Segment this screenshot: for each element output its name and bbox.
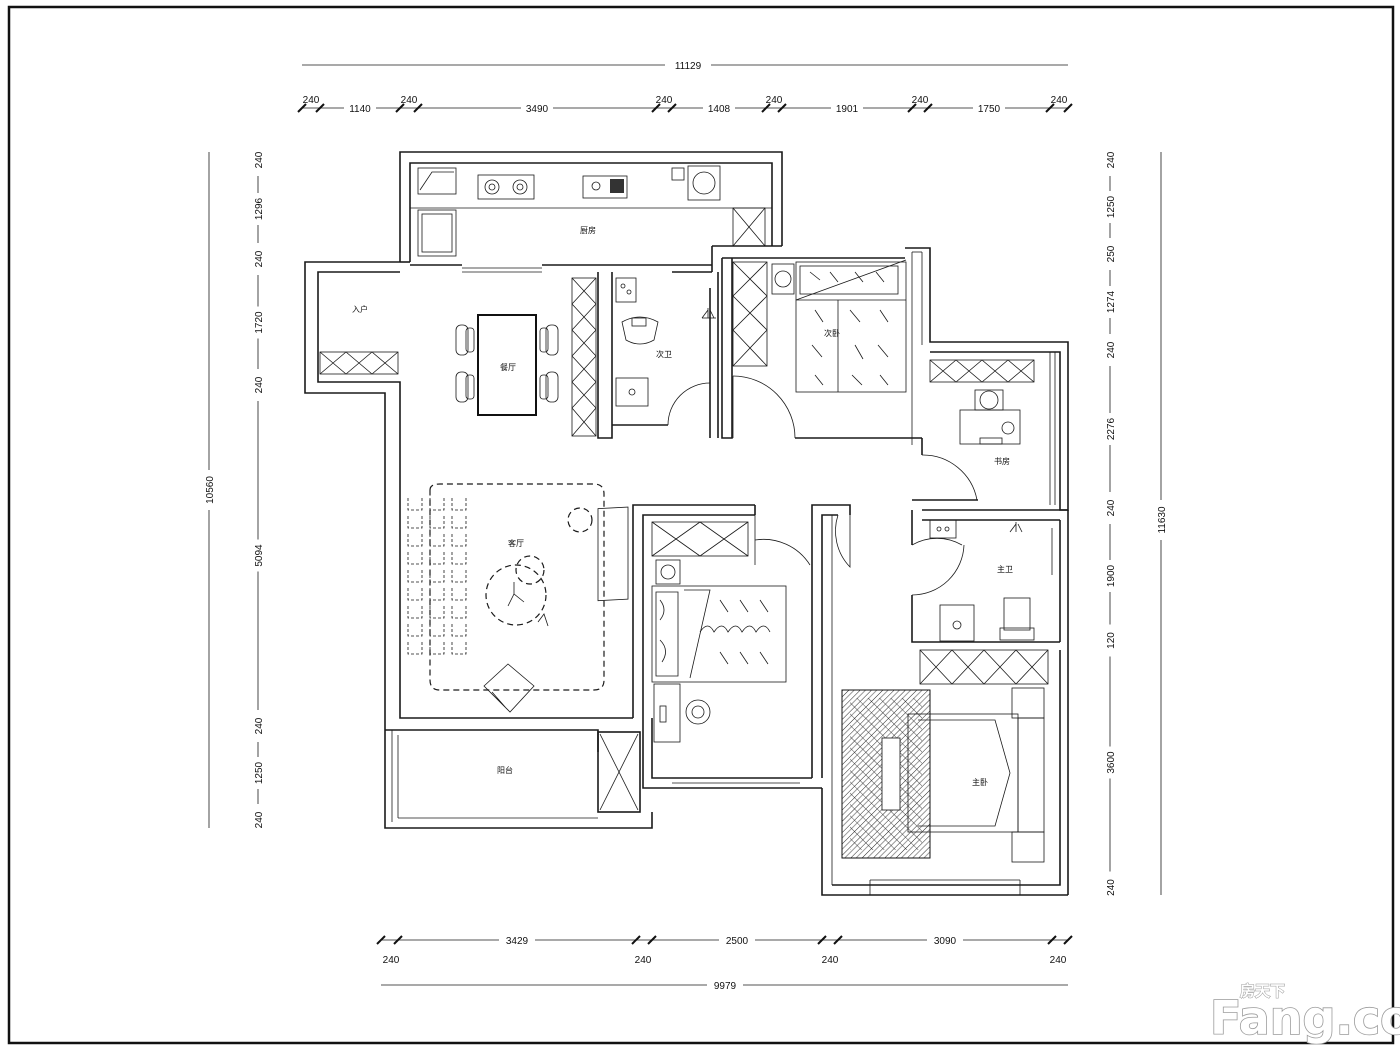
dimension-label: 240	[766, 95, 783, 106]
label-master-bath: 主卫	[997, 564, 1013, 574]
dimension-label: 240	[254, 151, 265, 168]
dimension-label: 1250	[254, 761, 265, 784]
master-wardrobe	[919, 649, 1049, 685]
dimension-label: 240	[1106, 879, 1117, 896]
dimension-label: 3090	[934, 936, 957, 947]
walls	[304, 151, 1069, 896]
right-overall-dimension: 11630	[1154, 152, 1168, 895]
dimension-label: 3429	[506, 936, 529, 947]
guest-bath-fixtures	[615, 277, 716, 407]
dimension-label: 120	[1106, 632, 1117, 649]
dimension-label: 2276	[1106, 417, 1117, 440]
dimension-label: 1408	[708, 104, 731, 115]
top-overall-label: 11129	[675, 61, 702, 72]
dimension-label: 3600	[1106, 751, 1117, 774]
label-balcony: 阳台	[497, 765, 513, 775]
right-overall-label: 11630	[1157, 506, 1168, 534]
living-room-furniture	[407, 483, 629, 713]
study-fixtures	[929, 359, 1035, 445]
bedroom2-bunk	[771, 259, 907, 393]
dimension-label: 1900	[1106, 564, 1117, 587]
dimension-label: 1140	[349, 104, 371, 115]
label-living: 客厅	[508, 538, 524, 548]
bedroom2-cabinet	[732, 261, 768, 367]
label-guest-bath: 次卫	[656, 349, 672, 359]
dimension-label: 240	[912, 95, 929, 106]
label-study: 书房	[994, 456, 1010, 466]
dimension-label: 240	[254, 250, 265, 267]
label-dining: 餐厅	[500, 363, 516, 372]
entry-cabinet	[319, 351, 399, 375]
dimension-label: 1901	[836, 104, 859, 115]
dimension-label: 3490	[526, 104, 549, 115]
dining-storage-cabinet	[571, 277, 597, 437]
room-labels: 厨房 入户 餐厅 次卫 次卧 书房 客厅 主卫 阳台 主卧	[352, 225, 1013, 787]
dimension-label: 240	[254, 717, 265, 734]
dimension-label: 5094	[254, 544, 265, 567]
watermark-logo: 房天下 Fang.com	[1209, 982, 1400, 1046]
dining-table-set	[455, 314, 559, 416]
dimension-label: 2500	[726, 936, 749, 947]
dimension-label: 240	[635, 955, 652, 966]
dimension-label: 240	[1106, 151, 1117, 168]
dimension-label: 240	[1050, 955, 1067, 966]
dimension-label: 240	[303, 95, 320, 106]
label-bedroom2: 次卧	[824, 328, 840, 338]
dimension-label: 1750	[978, 104, 1001, 115]
master-bath-fixtures	[929, 519, 1035, 642]
bottom-segment-dimensions: 3429 2500 3090 240 240 240 240	[376, 933, 1073, 966]
dimension-label: 1720	[254, 311, 265, 334]
dimension-label: 1250	[1106, 195, 1117, 218]
left-segment-dimensions: 240 1296 240 1720 240 5094 240 1250 240	[251, 144, 265, 836]
drawing-frame	[7, 5, 1395, 1045]
watermark-main: Fang.com	[1210, 991, 1400, 1045]
dimension-label: 240	[401, 95, 418, 106]
dimension-label: 240	[656, 95, 673, 106]
watermark-small: 房天下	[1240, 982, 1285, 1000]
dimension-label: 240	[254, 811, 265, 828]
dimension-label: 1274	[1106, 290, 1117, 313]
top-overall-dimension: 11129	[302, 58, 1068, 72]
third-bedroom-fixtures	[651, 521, 787, 743]
left-overall-label: 10560	[205, 476, 216, 504]
bottom-overall-label: 9979	[714, 981, 737, 992]
top-segment-dimensions: 240 1140 240 3490 240 1408 240 1901 240 1750 240	[297, 95, 1073, 115]
master-bed	[841, 687, 1045, 863]
label-kitchen: 厨房	[580, 225, 596, 235]
label-entry: 入户	[352, 304, 368, 314]
kitchen-fixtures	[410, 165, 772, 257]
dimension-label: 240	[822, 955, 839, 966]
right-segment-dimensions: 240 1250 250 1274 240 2276 240 1900 120 3600 240	[1103, 144, 1117, 904]
dimension-label: 240	[254, 376, 265, 393]
label-master-bedroom: 主卧	[972, 777, 988, 787]
dimension-label: 250	[1106, 245, 1117, 262]
left-overall-dimension: 10560	[202, 152, 216, 828]
dimension-label: 240	[1051, 95, 1068, 106]
dimension-label: 240	[383, 955, 400, 966]
dimension-label: 240	[1106, 341, 1117, 358]
dimension-label: 240	[1106, 499, 1117, 516]
dimension-label: 1296	[254, 197, 265, 220]
bottom-overall-dimension: 9979	[381, 978, 1068, 992]
